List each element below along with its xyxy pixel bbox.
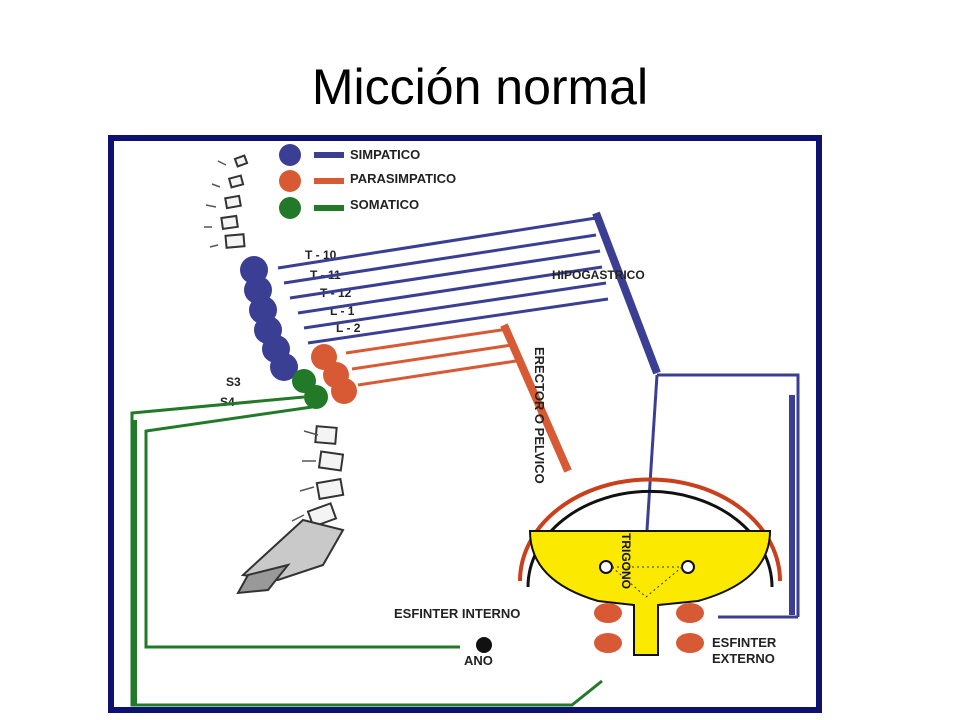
internal-sphincter-label: ESFINTER INTERNO [394, 606, 520, 621]
parasympathetic-ganglia [311, 344, 357, 404]
trigone-area [610, 566, 684, 598]
slide-title: Micción normal [311, 59, 649, 115]
legend-somatico-line [314, 205, 344, 211]
legend-parasimpatico-label: PARASIMPATICO [350, 171, 456, 186]
diagram-frame [108, 135, 822, 713]
legend-somatico-label: SOMATICO [350, 197, 419, 212]
internal-sphincter [594, 603, 704, 623]
spinal-processes [204, 160, 319, 522]
legend-parasimpatico-dot [279, 170, 301, 192]
ganglion-s4-para [331, 378, 357, 404]
label-s3: S3 [226, 375, 241, 389]
bladder: TRIGONO [518, 477, 782, 656]
sympathetic-ganglia [240, 256, 298, 381]
external-sphincter-label-2: EXTERNO [712, 651, 775, 666]
pelvic-label: ERECTOR O PELVICO [532, 347, 547, 484]
anus-marker [476, 637, 492, 653]
legend: SIMPATICO PARASIMPATICO SOMATICO [279, 144, 456, 219]
ganglion-s4-somatic [304, 385, 328, 409]
legend-simpatico-line [314, 152, 344, 158]
micturition-diagram: SIMPATICO PARASIMPATICO SOMATICO [108, 135, 822, 713]
label-s4: S4 [220, 395, 235, 409]
anus-label: ANO [464, 653, 493, 668]
somatic-nerve [130, 395, 603, 707]
legend-simpatico-label: SIMPATICO [350, 147, 420, 162]
label-l2: L - 2 [336, 321, 361, 335]
ganglion-l3 [270, 353, 298, 381]
legend-simpatico-dot [279, 144, 301, 166]
label-t10: T - 10 [305, 248, 337, 262]
legend-parasimpatico-line [314, 178, 344, 184]
external-sphincter-label-1: ESFINTER [712, 635, 777, 650]
hypogastric-label: HIPOGASTRICO [552, 268, 645, 282]
legend-somatico-dot [279, 197, 301, 219]
external-sphincter [594, 633, 704, 653]
ureter-orifice-left [599, 560, 613, 574]
bladder-urine [528, 530, 772, 656]
ureter-orifice-right [681, 560, 695, 574]
spinal-column [220, 154, 345, 595]
pelvic-nerve [345, 323, 572, 473]
vertebra-labels: T - 10 T - 11 T - 12 L - 1 L - 2 S3 S4 [220, 248, 361, 409]
trigone-label: TRIGONO [619, 533, 633, 589]
somatic-ganglia [292, 369, 328, 409]
hypogastric-nerve [277, 211, 800, 619]
